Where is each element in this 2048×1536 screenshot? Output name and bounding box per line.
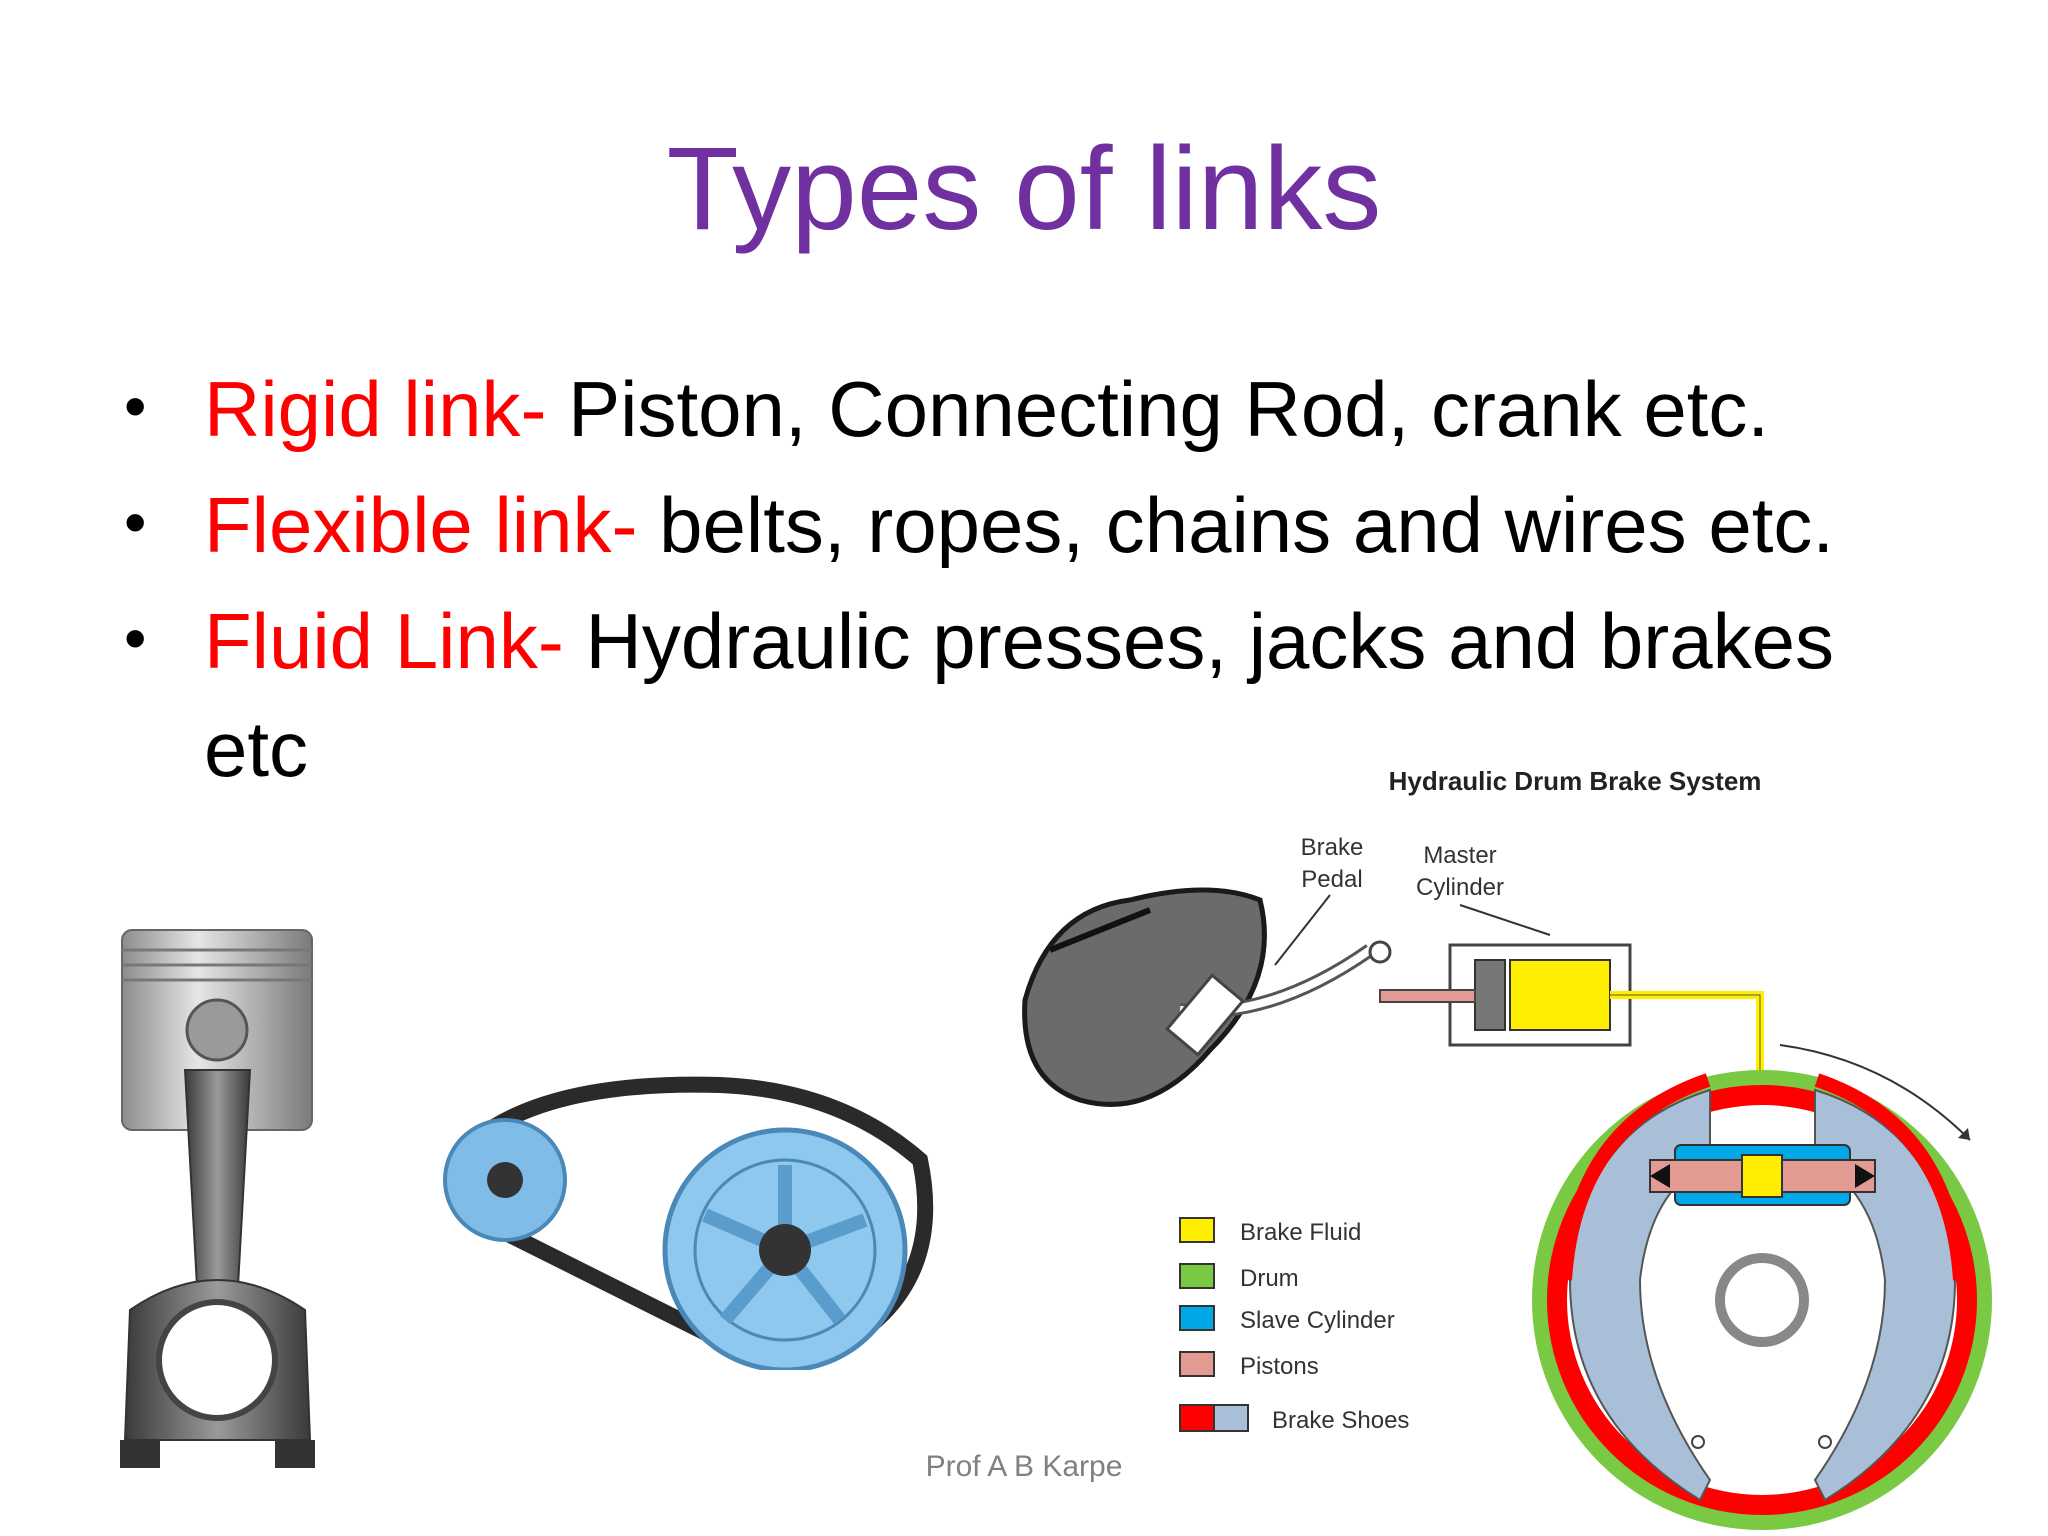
bullet-item-flexible-link: •Flexible link- belts, ropes, chains and… (120, 486, 2000, 564)
label-brake-pedal-2: Pedal (1301, 866, 1362, 893)
legend-swatch (1179, 1404, 1215, 1432)
bullet-marker: • (124, 370, 147, 442)
bullet-text: Piston, Connecting Rod, crank etc. (546, 365, 1770, 453)
legend-label: Pistons (1240, 1353, 1319, 1380)
legend-swatch (1179, 1263, 1215, 1289)
bullet-marker: • (124, 602, 147, 674)
legend-swatch (1213, 1404, 1249, 1432)
slide-title: Types of links (666, 123, 1382, 255)
bullet-text: belts, ropes, chains and wires etc. (637, 481, 1835, 569)
bullet-item-rigid-link: •Rigid link- Piston, Connecting Rod, cra… (120, 370, 2000, 448)
label-master-cylinder-2: Cylinder (1416, 874, 1504, 901)
hydraulic-drum-brake-diagram: Hydraulic Drum Brake System Brake Pedal … (1022, 766, 1992, 1530)
bullet-list: •Rigid link- Piston, Connecting Rod, cra… (120, 370, 2000, 826)
diagram-title: Hydraulic Drum Brake System (1389, 766, 1762, 796)
diagram-legend: Brake Fluid Drum Slave Cylinder Pistons … (1179, 1217, 1409, 1434)
legend-swatch (1179, 1305, 1215, 1331)
legend-label: Drum (1240, 1265, 1299, 1292)
label-master-cylinder-1: Master (1423, 842, 1496, 869)
slide-footer: Prof A B Karpe (925, 1450, 1123, 1483)
label-brake-pedal-1: Brake (1301, 834, 1364, 861)
bullet-continuation: etc (204, 705, 309, 793)
bullet-text: Hydraulic presses, jacks and brakes (563, 597, 1835, 685)
bullet-term: Fluid Link- (204, 597, 564, 685)
bullet-item-fluid-link: •Fluid Link- Hydraulic presses, jacks an… (120, 602, 2000, 788)
bullet-term: Rigid link- (204, 365, 547, 453)
legend-swatch (1179, 1351, 1215, 1377)
bullet-marker: • (124, 486, 147, 558)
piston-connecting-rod-image (120, 929, 315, 1468)
belt-pulley-image (443, 1076, 934, 1370)
legend-label: Brake Shoes (1272, 1407, 1409, 1434)
legend-swatch (1179, 1217, 1215, 1243)
legend-label: Brake Fluid (1240, 1219, 1361, 1246)
bullet-term: Flexible link- (204, 481, 638, 569)
shoe-icon (1022, 887, 1267, 1107)
legend-label: Slave Cylinder (1240, 1307, 1395, 1334)
